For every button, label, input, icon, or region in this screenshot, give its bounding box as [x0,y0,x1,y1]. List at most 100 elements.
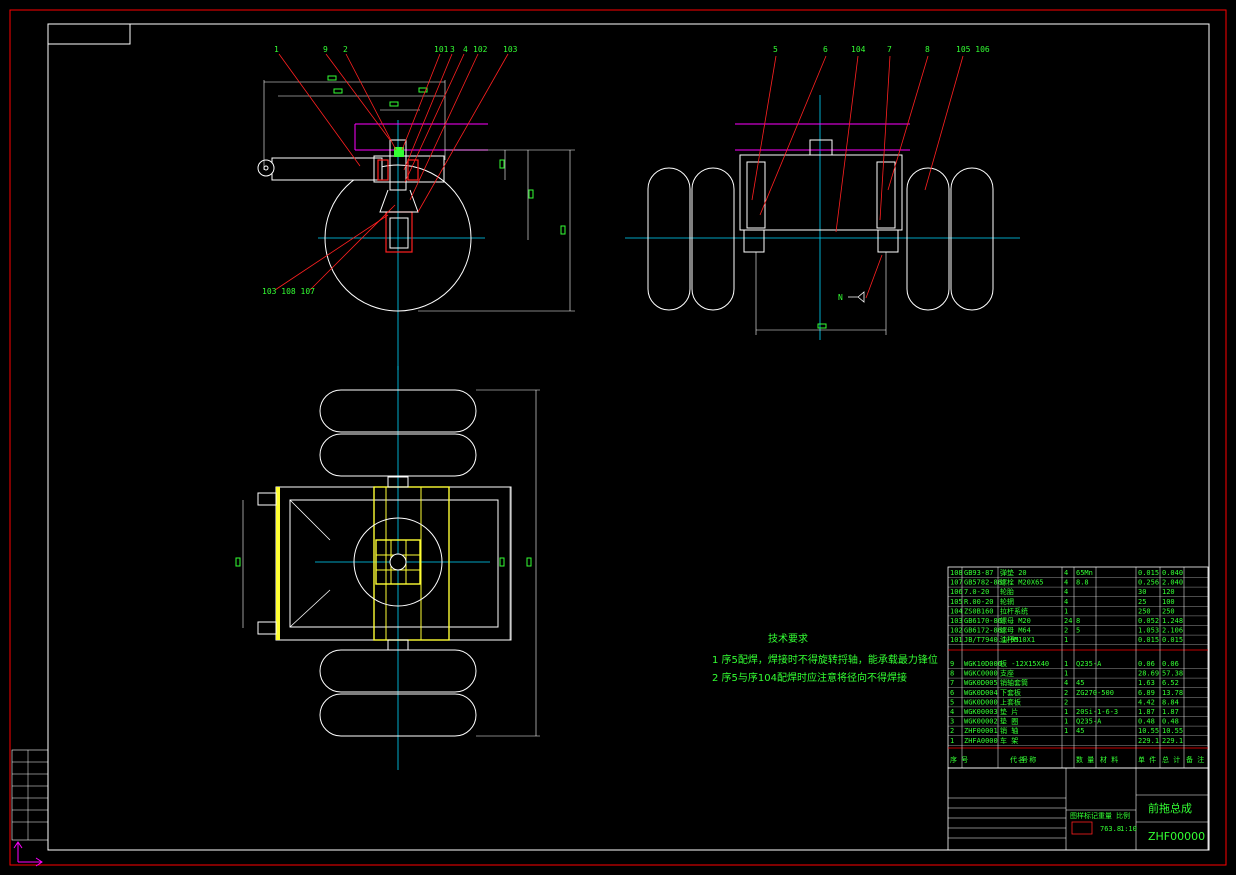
bom-cell-qty: 1 [1064,708,1068,716]
bom-cell-no: 106 [950,588,963,596]
callout-label: 5 [773,45,778,54]
callout-label: 9 [323,45,328,54]
bom-cell-w2: 2.040 [1162,579,1183,587]
bom-cell-qty: 2 [1064,689,1068,697]
bom-cell-no: 3 [950,718,954,726]
bom-cell-w2: 250 [1162,607,1175,615]
bom-cell-name: 销轴套筒 [1000,678,1028,687]
title-block-title: 前拖总成 [1148,801,1192,815]
bom-cell-w2: 1.248 [1162,617,1183,625]
bom-cell-name: 车 架 [1000,736,1018,745]
bom-cell-w2: 229.1 [1162,737,1183,745]
bom-cell-code: ZHFA0000 [964,737,998,745]
bom-cell-w2: 6.52 [1162,679,1179,687]
bom-cell-qty: 1 [1064,718,1068,726]
bom-cell-name: 板 -12X15X40 [1000,659,1049,668]
bom-cell-qty: 4 [1064,598,1068,606]
drawing-frame [47,23,1210,851]
title-block-weight-label: 重量 [1098,812,1112,820]
bom-cell-name: 油杯M10X1 [1000,635,1035,644]
title-block-weight: 763.8 [1100,825,1121,833]
bom-cell-mat: 8 [1076,617,1080,625]
bom-cell-w2: 57.38 [1162,670,1183,678]
bom-cell-name: 上套板 [1000,697,1021,706]
notes-line-2: 2 序5与序104配焊时应注意将径向不得焊接 [712,671,907,684]
bom-header-cell: 总 计 [1162,755,1180,764]
bom-cell-qty: 2 [1064,698,1068,706]
ucs-axis-icon [13,841,43,867]
bom-cell-w1: 250 [1138,607,1151,615]
bom-cell-qty: 4 [1064,579,1068,587]
callout-label: 2 [343,45,348,54]
bom-cell-qty: 24 [1064,617,1072,625]
bom-cell-no: 104 [950,607,963,615]
bom-cell-no: 8 [950,670,954,678]
bom-cell-w1: 1.053 [1138,627,1159,635]
bom-cell-w1: 28.69 [1138,670,1159,678]
callout-label: 101 [434,45,449,54]
technical-notes: 技术要求 1 序5配焊，焊接时不得旋转捋轴，能承载最力锋位 2 序5与序104配… [712,632,938,684]
bom-cell-w1: 30 [1138,588,1146,596]
bom-cell-no: 103 [950,617,963,625]
bom-cell-code: ZHF00001 [964,727,998,735]
bom-cell-code: R.00-20 [964,598,994,606]
bom-cell-code: WGKC0000 [964,670,998,678]
bom-cell-qty: 4 [1064,679,1068,687]
bom-cell-mat: 8.8 [1076,579,1089,587]
top-view [235,366,540,770]
bom-cell-name: 螺母 M20 [1000,616,1031,625]
bom-cell-w1: 6.89 [1138,689,1155,697]
bom-header-cell: 名 称 [1018,755,1036,764]
bom-cell-w2: 0.040 [1162,569,1183,577]
bom-cell-mat: ZG270-500 [1076,689,1114,697]
bom-cell-name: 弹垫 20 [1000,568,1027,577]
callout-label: 6 [823,45,828,54]
callout-label: 4 [463,45,468,54]
bom-header-cell: 数 量 [1076,755,1094,764]
bom-cell-code: WGK0D000 [964,698,998,706]
title-block-stage-label: 图样标记 [1070,811,1098,820]
bom-cell-qty: 1 [1064,636,1068,644]
bom-cell-qty: 1 [1064,670,1068,678]
title-block: 图样标记 重量 比例 763.8 1:10 前拖总成 ZHF00000 [947,767,1209,851]
bom-header-cell: 序 号 [950,755,968,764]
bom-cell-code: WGK0D004 [964,689,998,697]
bom-cell-qty: 1 [1064,727,1068,735]
bom-cell-w1: 0.06 [1138,660,1155,668]
bom-cell-mat: 65Mn [1076,569,1093,577]
bom-cell-w1: 229.1 [1138,737,1159,745]
bom-cell-w2: 2.106 [1162,627,1183,635]
callout-label: 103 [503,45,518,54]
bom-cell-qty: 2 [1064,627,1068,635]
bom-cell-code: WGK00002 [964,718,998,726]
bom-cell-qty: 4 [1064,569,1068,577]
callout-label: 103 108 107 [262,287,315,296]
bom-cell-w2: 1.87 [1162,708,1179,716]
bom-cell-w1: 1.63 [1138,679,1155,687]
notes-heading: 技术要求 [768,632,808,645]
bom-cell-w2: 0.015 [1162,636,1183,644]
bom-cell-no: 101 [950,636,963,644]
bom-cell-no: 107 [950,579,963,587]
bom-cell-w1: 1.87 [1138,708,1155,716]
callout-label: 104 [851,45,866,54]
bom-cell-w1: 0.052 [1138,617,1159,625]
bom-header-cell: 材 料 [1100,755,1118,764]
callout-label: 7 [887,45,892,54]
bom-cell-name: 螺栓 M20X65 [1000,578,1044,587]
bom-cell-w1: 4.42 [1138,698,1155,706]
bom-cell-name: 下套板 [1000,688,1021,697]
front-callouts: 1 9 2 101 3 4 102 103 103 108 107 [262,45,518,296]
callout-label: 8 [925,45,930,54]
front-view [257,53,575,370]
callout-label: 105 106 [956,45,990,54]
